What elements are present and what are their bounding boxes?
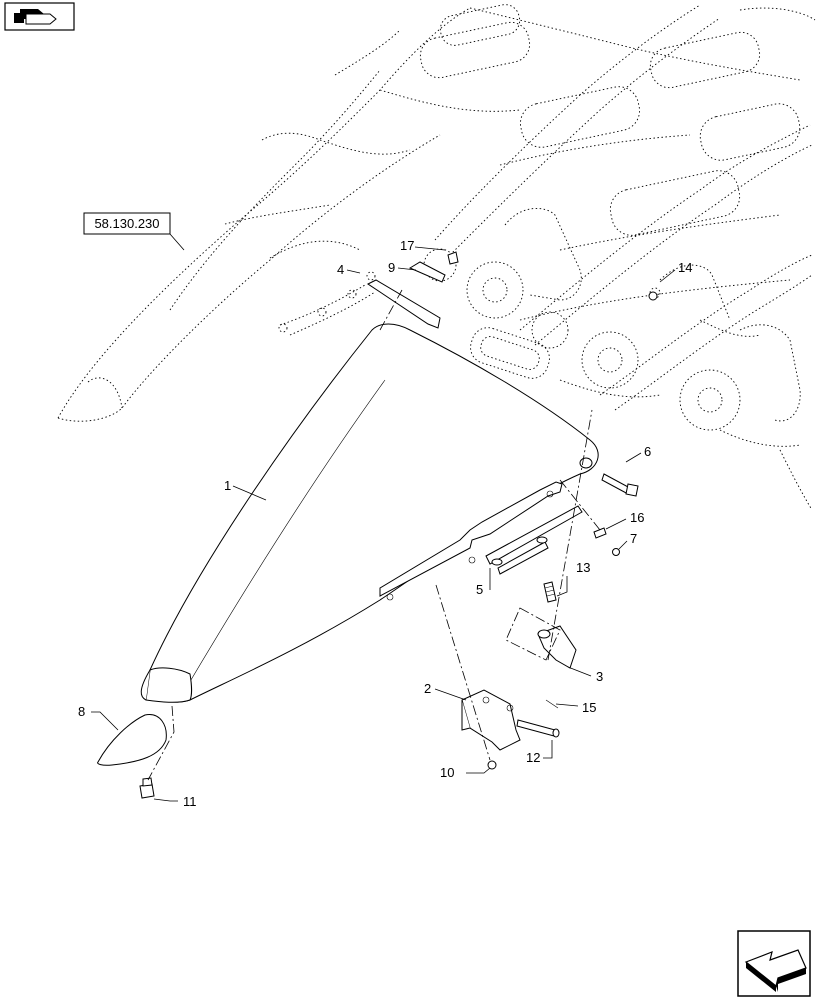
callout-15: 15 — [582, 700, 596, 715]
callout-13: 13 — [576, 560, 590, 575]
nut-part-7 — [612, 548, 620, 556]
callout-12: 12 — [526, 750, 540, 765]
callout-14: 14 — [678, 260, 692, 275]
spring-part-13 — [543, 581, 557, 603]
callout-1: 1 — [224, 478, 231, 493]
bolt-part-11 — [139, 777, 155, 799]
callout-16: 16 — [630, 510, 644, 525]
callout-17: 17 — [400, 238, 414, 253]
callout-10: 10 — [440, 765, 454, 780]
nut-part-10 — [487, 760, 497, 770]
callout-11: 11 — [183, 794, 197, 809]
callout-leaders — [91, 233, 676, 802]
pin-part-12 — [516, 719, 560, 738]
divider-cone-part-1 — [140, 323, 599, 703]
mounting-bracket — [379, 481, 563, 601]
assembly-view-icon[interactable] — [4, 2, 75, 31]
plate-part-4 — [367, 279, 441, 329]
callout-7: 7 — [630, 531, 637, 546]
cone-tip-part-8 — [97, 714, 167, 766]
assembly-guide-lines — [147, 289, 601, 781]
callout-5: 5 — [476, 582, 483, 597]
callout-4: 4 — [337, 262, 344, 277]
pin-part-17 — [447, 251, 459, 265]
callout-8: 8 — [78, 704, 85, 719]
rail-part-5 — [485, 505, 583, 575]
plate-part-9 — [408, 261, 446, 283]
callout-6: 6 — [644, 444, 651, 459]
callout-3: 3 — [596, 669, 603, 684]
bolt-part-6 — [601, 473, 639, 497]
latch-part-3 — [537, 625, 577, 669]
support-bracket-part-2 — [461, 689, 521, 751]
pin-part-16 — [593, 527, 607, 539]
callout-9: 9 — [388, 260, 395, 275]
nut-part-14 — [648, 291, 658, 301]
callout-labels: 1 2 3 4 5 6 7 8 9 10 11 12 13 14 15 16 1… — [78, 238, 692, 809]
cotter-part-15 — [545, 699, 559, 709]
callout-2: 2 — [424, 681, 431, 696]
cross-reference-box[interactable]: 58.130.230 — [83, 212, 171, 235]
next-page-arrow-icon[interactable] — [737, 930, 811, 997]
cross-reference-label: 58.130.230 — [94, 216, 159, 231]
